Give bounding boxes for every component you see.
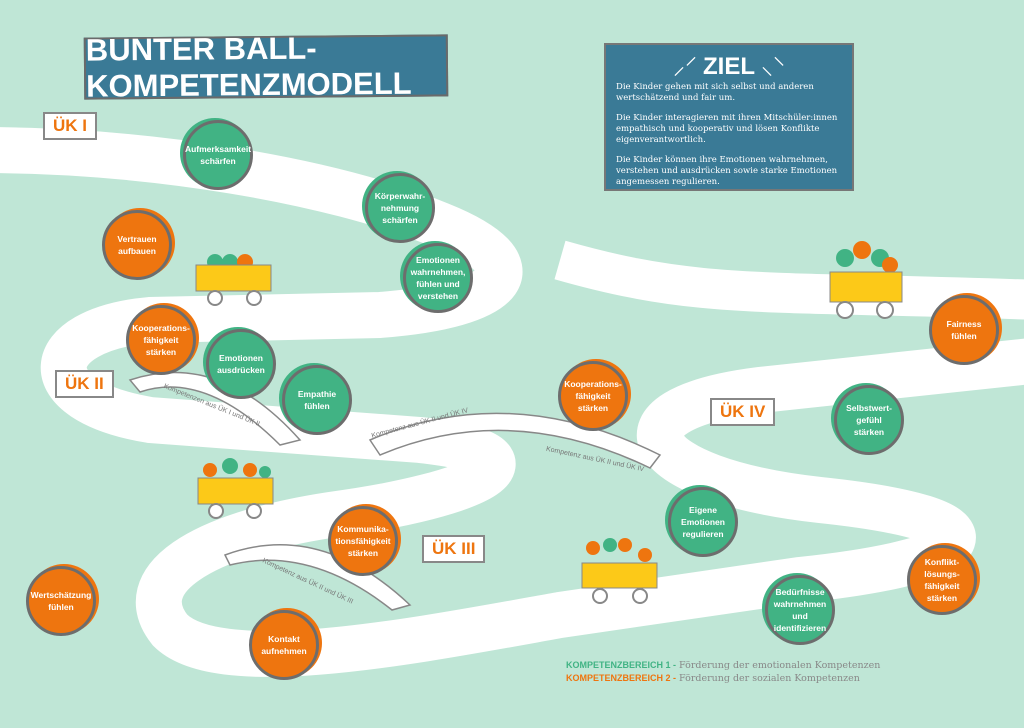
goal-text: Die Kinder gehen mit sich selbst und and…: [616, 82, 814, 103]
bridge-3: [223, 544, 412, 611]
competence-circle: Aufmerksamkeit schärfen: [183, 120, 253, 190]
legend-item-emotional: KOMPETENZBEREICH 1 - Förderung der emoti…: [566, 659, 880, 672]
competence-circle: Empathie fühlen: [282, 365, 352, 435]
competence-circle: Körperwahr- nehmung schärfen: [365, 173, 435, 243]
sparkle-icon: ⸝⸍: [673, 53, 697, 80]
competence-circle: Wertschätzung fühlen: [26, 566, 96, 636]
competence-circle: Emotionen ausdrücken: [206, 329, 276, 399]
legend-item-social: KOMPETENZBEREICH 2 - Förderung der sozia…: [566, 672, 880, 685]
sign-uek-2: ÜK II: [55, 370, 114, 398]
goal-text: Die Kinder können ihre Emotionen wahrneh…: [616, 155, 838, 187]
competence-circle: Kommunika- tionsfähigkeit stärken: [328, 506, 398, 576]
legend-text: Förderung der sozialen Kompetenzen: [679, 673, 860, 684]
road-path: [0, 127, 1024, 677]
competence-circle: Emotionen wahrnehmen, fühlen und versteh…: [403, 243, 473, 313]
sign-uek-1: ÜK I: [43, 112, 97, 140]
competence-circle: Kooperations- fähigkeit stärken: [558, 361, 628, 431]
competence-circle: Bedürfnisse wahrnehmen und identifiziere…: [765, 575, 835, 645]
cart-3: [829, 241, 903, 319]
sign-uek-3: ÜK III: [422, 535, 486, 563]
competence-circle: Selbstwert- gefühl stärken: [834, 385, 904, 455]
cart-4: [581, 538, 658, 604]
cart-1: [195, 254, 272, 306]
competence-circle: Kooperations- fähigkeit stärken: [126, 305, 196, 375]
competence-circle: Konflikt- lösungs- fähigkeit stärken: [907, 545, 977, 615]
competence-circle: Kontakt aufnehmen: [249, 610, 319, 680]
legend: KOMPETENZBEREICH 1 - Förderung der emoti…: [566, 659, 880, 685]
road-path-branch: [554, 240, 1024, 320]
competence-circle: Fairness fühlen: [929, 295, 999, 365]
competence-circle: Eigene Emotionen regulieren: [668, 487, 738, 557]
page-title: BUNTER BALL-KOMPETENZMODELL: [83, 31, 449, 104]
legend-key: KOMPETENZBEREICH 1 -: [566, 660, 677, 670]
goal-heading: ZIEL: [703, 53, 755, 80]
legend-key: KOMPETENZBEREICH 2 -: [566, 673, 677, 683]
legend-text: Förderung der emotionalen Kompetenzen: [679, 660, 881, 671]
goal-text: Die Kinder interagieren mit ihren Mitsch…: [616, 113, 838, 145]
cart-2: [197, 458, 274, 519]
competence-circle: Vertrauen aufbauen: [102, 210, 172, 280]
sparkle-icon: ⸜⸌: [761, 53, 785, 80]
goal-board: ⸝⸍ZIEL⸜⸌ Die Kinder gehen mit sich selbs…: [604, 43, 854, 191]
sign-uek-4: ÜK IV: [710, 398, 776, 426]
